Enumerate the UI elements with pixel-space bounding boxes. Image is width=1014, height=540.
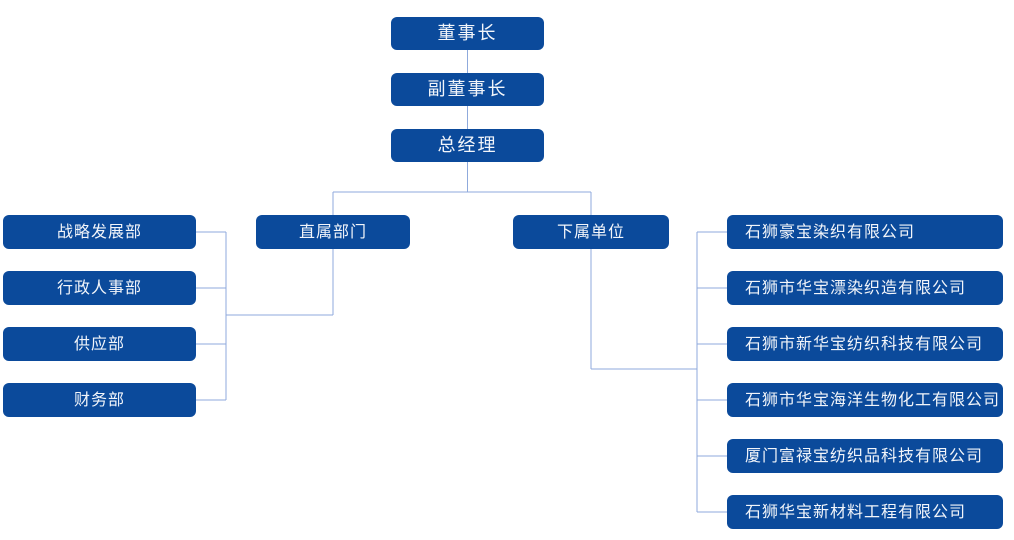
company-node-0: 石狮豪宝染织有限公司 bbox=[727, 215, 1003, 249]
node-chairman: 董事长 bbox=[391, 17, 544, 50]
department-node-2: 供应部 bbox=[3, 327, 196, 361]
node-general-manager: 总经理 bbox=[391, 129, 544, 162]
department-node-3: 财务部 bbox=[3, 383, 196, 417]
department-node-1: 行政人事部 bbox=[3, 271, 196, 305]
node-vice-chairman: 副董事长 bbox=[391, 73, 544, 106]
department-node-0: 战略发展部 bbox=[3, 215, 196, 249]
company-node-4: 厦门富禄宝纺织品科技有限公司 bbox=[727, 439, 1003, 473]
node-direct-departments: 直属部门 bbox=[256, 215, 410, 249]
company-node-1: 石狮市华宝漂染织造有限公司 bbox=[727, 271, 1003, 305]
company-node-3: 石狮市华宝海洋生物化工有限公司 bbox=[727, 383, 1003, 417]
company-node-5: 石狮华宝新材料工程有限公司 bbox=[727, 495, 1003, 529]
company-node-2: 石狮市新华宝纺织科技有限公司 bbox=[727, 327, 1003, 361]
node-subordinate-units: 下属单位 bbox=[513, 215, 669, 249]
